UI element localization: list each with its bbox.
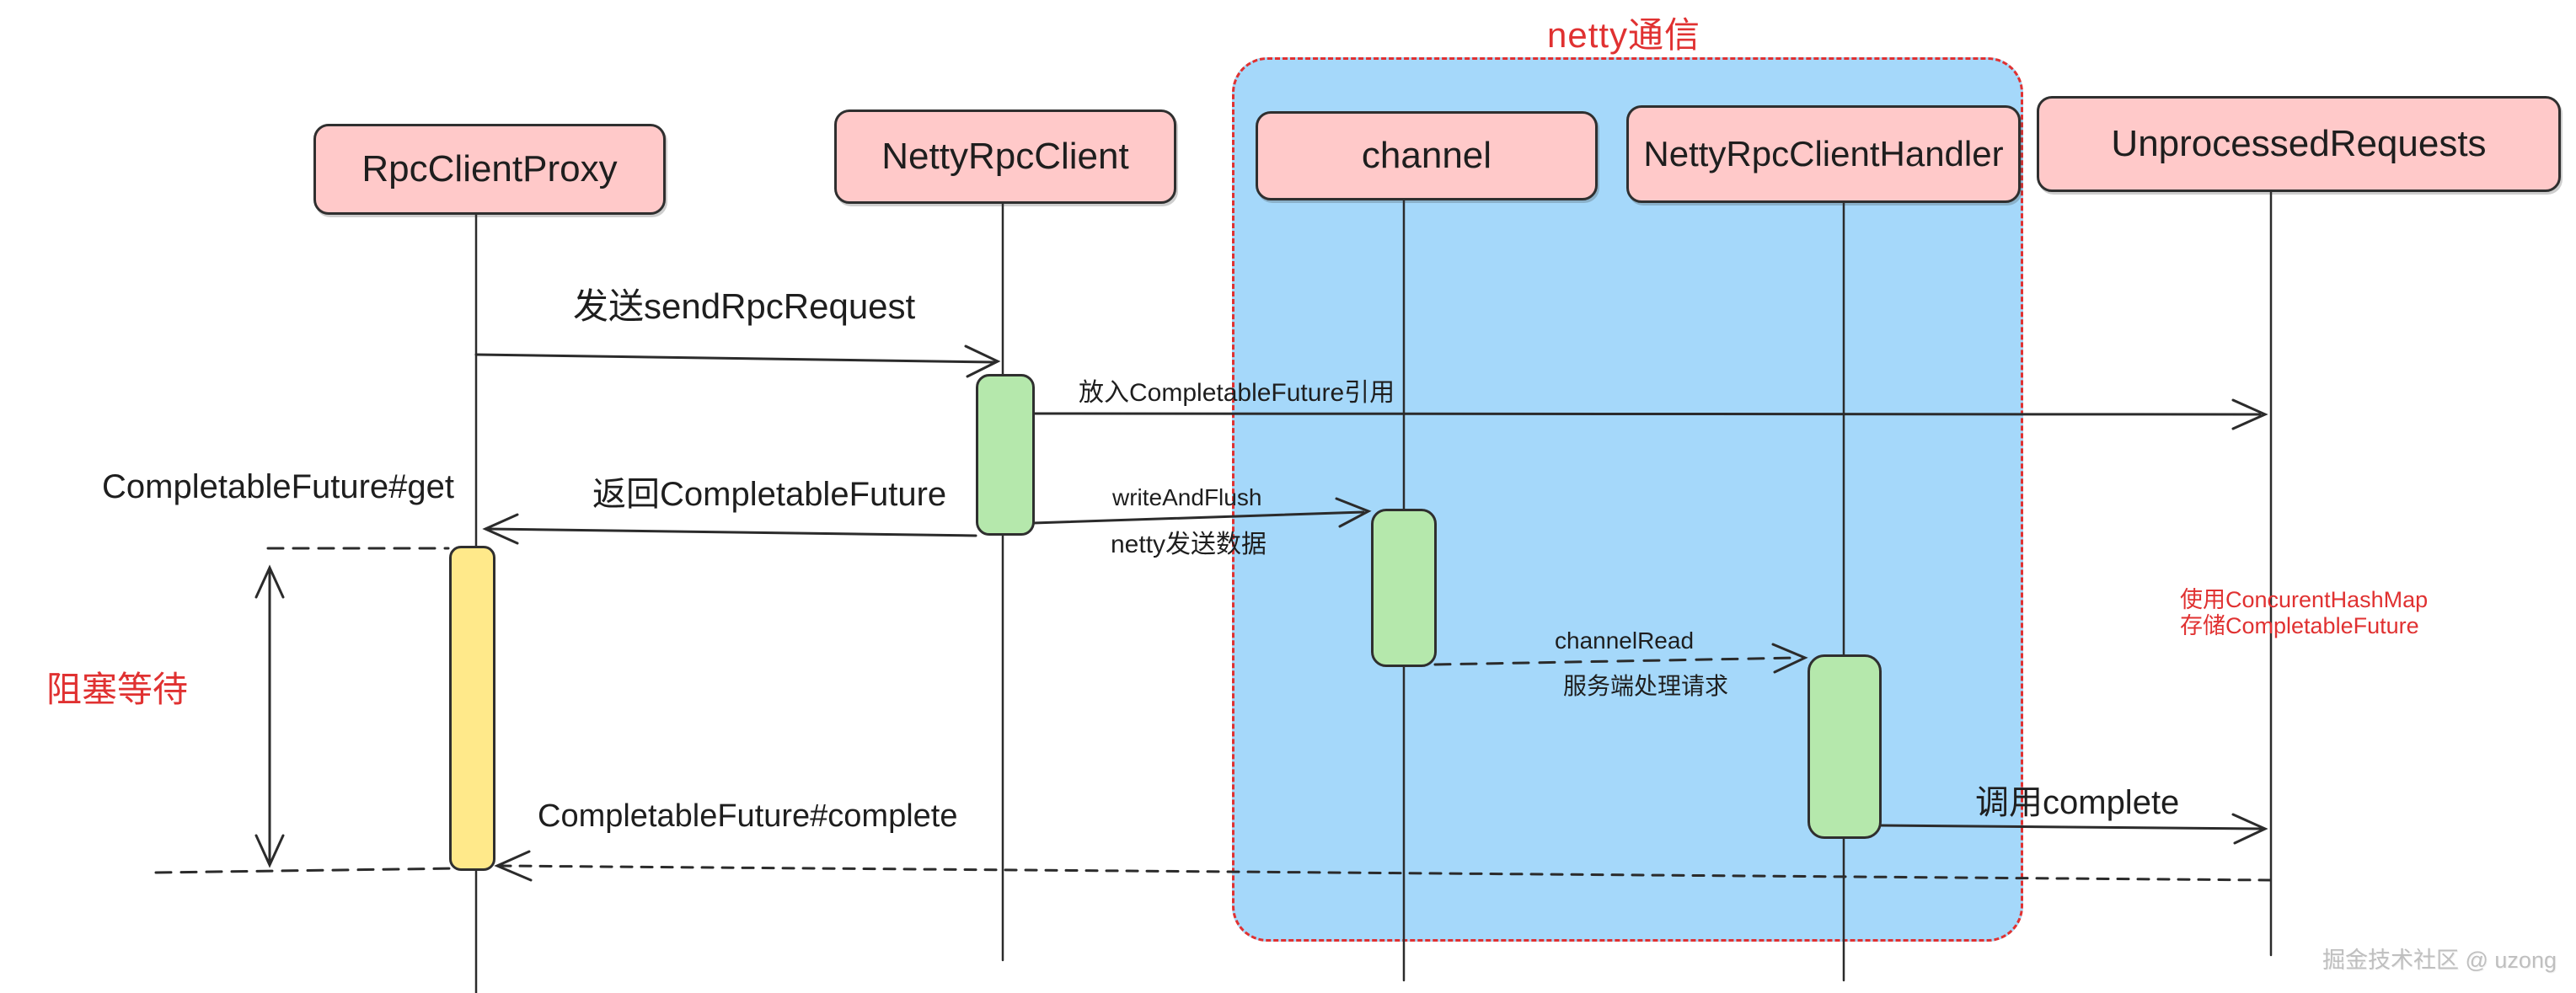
actor-label: RpcClientProxy — [361, 148, 618, 190]
arrow-return-future — [487, 527, 977, 537]
annotation-hashmap-line2: 存储CompletableFuture — [2180, 613, 2419, 638]
message-label-server-handle-request: 服务端处理请求 — [1563, 673, 1729, 699]
watermark: 掘金技术社区 @ uzong — [2322, 948, 2557, 973]
netty-group-box — [1232, 57, 2023, 942]
activation-bar-channel — [1371, 509, 1437, 667]
message-label-return-future: 返回CompletableFuture — [592, 476, 947, 513]
arrowhead-channel-read — [1771, 643, 1808, 674]
message-label-netty-send-data: netty发送数据 — [1111, 531, 1267, 558]
message-label-write-and-flush: writeAndFlush — [1112, 484, 1262, 510]
actor-label: NettyRpcClient — [881, 136, 1129, 177]
arrow-channel-read — [1433, 656, 1800, 666]
actor-unprocessed-requests: UnprocessedRequests — [2037, 96, 2561, 192]
message-label-call-complete: 调用complete — [1975, 784, 2180, 821]
actor-label: channel — [1361, 135, 1492, 176]
annotation-hashmap-line1: 使用ConcurentHashMap — [2180, 587, 2429, 612]
arrowhead-return-future — [482, 513, 519, 545]
arrow-call-complete — [1878, 824, 2265, 830]
activation-bar-netty-rpc-client — [976, 374, 1035, 536]
arrow-future-complete — [499, 864, 2272, 882]
arrow-send-rpc — [474, 353, 996, 364]
arrowhead-put-future — [2231, 398, 2268, 430]
blocking-span-arrowhead-bottom — [254, 834, 285, 868]
guide-dashed-bottom — [154, 867, 461, 874]
diagram-title: netty通信 — [1547, 15, 1701, 55]
actor-netty-rpc-client: NettyRpcClient — [834, 109, 1176, 204]
activation-bar-handler — [1807, 654, 1882, 839]
arrowhead-future-complete — [494, 850, 533, 882]
actor-label: NettyRpcClientHandler — [1643, 134, 2004, 174]
message-label-put-future-ref: 放入CompletableFuture引用 — [1079, 379, 1395, 407]
arrowhead-call-complete — [2231, 813, 2268, 845]
actor-netty-rpc-client-handler: NettyRpcClientHandler — [1626, 105, 2021, 203]
activation-bar-blocking-wait — [449, 546, 495, 871]
message-label-future-complete: CompletableFuture#complete — [538, 798, 958, 834]
annotation-blocking-wait: 阻塞等待 — [46, 670, 189, 709]
actor-rpc-client-proxy: RpcClientProxy — [313, 124, 666, 215]
blocking-span-arrowhead-top — [254, 564, 285, 599]
messages-group — [154, 344, 2272, 882]
arrowhead-write-flush — [1335, 497, 1372, 528]
actor-channel: channel — [1256, 111, 1598, 200]
arrow-write-flush — [1031, 510, 1365, 525]
actor-label: UnprocessedRequests — [2111, 123, 2487, 164]
arrowhead-send-rpc — [964, 344, 1001, 378]
message-label-future-get: CompletableFuture#get — [102, 468, 455, 505]
message-label-channel-read: channelRead — [1555, 627, 1695, 654]
message-label-send-rpc: 发送sendRpcRequest — [573, 286, 916, 326]
